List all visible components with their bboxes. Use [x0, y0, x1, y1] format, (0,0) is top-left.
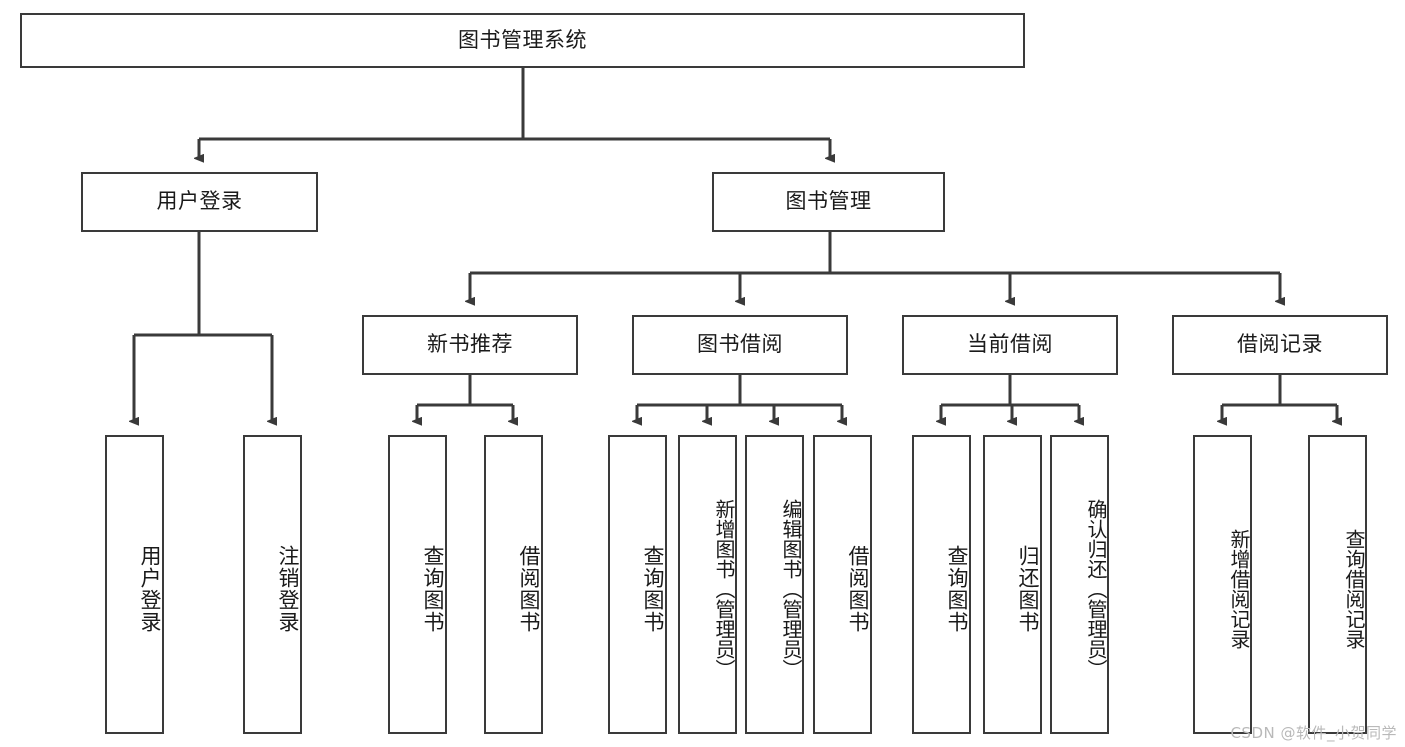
leaf-add-borrow-record[interactable]: 新增借阅记录 [1193, 435, 1252, 734]
node-label: 新增图书（管理员） [712, 498, 736, 679]
csdn-watermark: CSDN @软件_小贺同学 [1230, 724, 1397, 742]
node-label: 查询图书 [641, 544, 665, 633]
node-label: 归还图书 [1016, 544, 1040, 633]
leaf-query-book-current[interactable]: 查询图书 [912, 435, 971, 734]
node-label: 查询借阅记录 [1342, 528, 1366, 649]
node-label: 新书推荐 [427, 332, 513, 357]
leaf-edit-book[interactable]: 编辑图书（管理员） [745, 435, 804, 734]
node-new-book-recommend[interactable]: 新书推荐 [362, 315, 578, 375]
node-label: 借阅记录 [1237, 332, 1323, 357]
node-label: 用户登录 [138, 544, 162, 633]
leaf-query-book-borrow[interactable]: 查询图书 [608, 435, 667, 734]
node-label: 查询图书 [421, 544, 445, 633]
node-label: 编辑图书（管理员） [779, 498, 803, 679]
node-label: 查询图书 [945, 544, 969, 633]
node-root-system[interactable]: 图书管理系统 [20, 13, 1025, 68]
leaf-borrow-book-recommend[interactable]: 借阅图书 [484, 435, 543, 734]
node-label: 用户登录 [156, 189, 243, 214]
node-label: 图书管理系统 [458, 27, 587, 52]
node-book-manage[interactable]: 图书管理 [712, 172, 945, 232]
leaf-confirm-return[interactable]: 确认归还（管理员） [1050, 435, 1109, 734]
leaf-user-login[interactable]: 用户登录 [105, 435, 164, 734]
node-label: 注销登录 [276, 544, 300, 633]
node-label: 借阅图书 [517, 544, 541, 633]
leaf-query-borrow-record[interactable]: 查询借阅记录 [1308, 435, 1367, 734]
node-label: 借阅图书 [846, 544, 870, 633]
node-book-borrow[interactable]: 图书借阅 [632, 315, 848, 375]
node-borrow-record[interactable]: 借阅记录 [1172, 315, 1388, 375]
leaf-query-book-recommend[interactable]: 查询图书 [388, 435, 447, 734]
node-user-login[interactable]: 用户登录 [81, 172, 318, 232]
node-label: 当前借阅 [967, 332, 1053, 357]
node-current-borrow[interactable]: 当前借阅 [902, 315, 1118, 375]
node-label: 图书借阅 [697, 332, 783, 357]
leaf-borrow-book[interactable]: 借阅图书 [813, 435, 872, 734]
leaf-logout-login[interactable]: 注销登录 [243, 435, 302, 734]
leaf-return-book[interactable]: 归还图书 [983, 435, 1042, 734]
node-label: 新增借阅记录 [1227, 528, 1251, 649]
leaf-add-book[interactable]: 新增图书（管理员） [678, 435, 737, 734]
node-label: 图书管理 [785, 189, 872, 214]
node-label: 确认归还（管理员） [1084, 498, 1108, 679]
